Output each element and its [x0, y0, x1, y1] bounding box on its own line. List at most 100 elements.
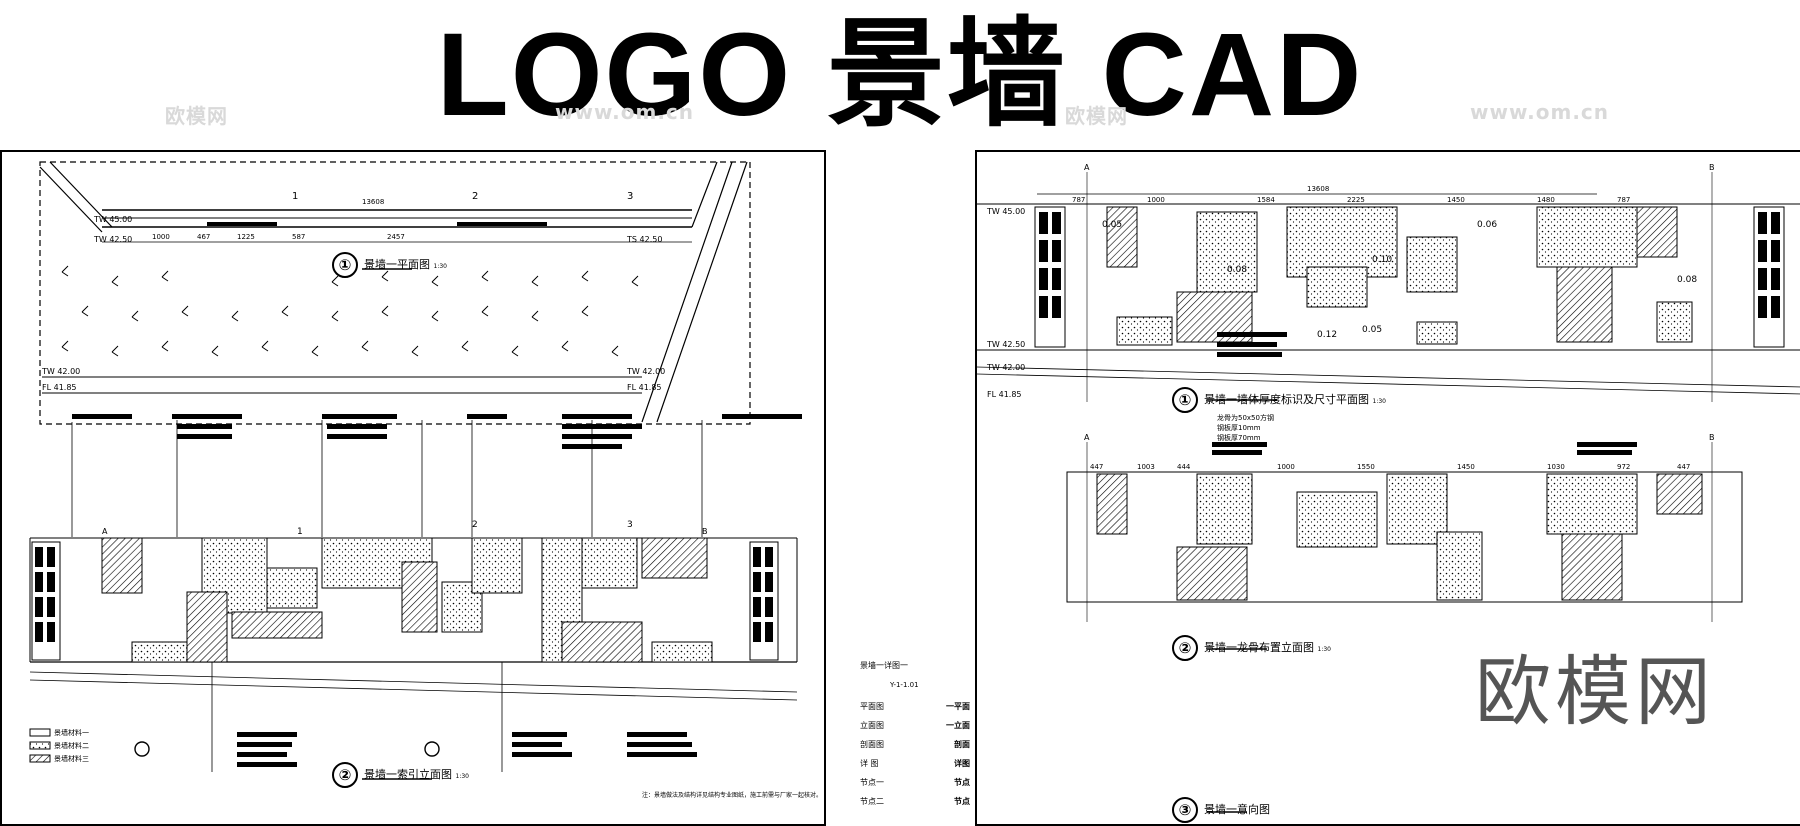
- watermark-text: 欧模网: [1065, 104, 1128, 128]
- note-blocks: [1212, 332, 1637, 455]
- thickness-label: 0.08: [1677, 275, 1697, 285]
- dim-label: 1480: [1537, 196, 1555, 204]
- level-label: TS 42.50: [626, 235, 662, 244]
- note-text: 钢板厚10mm: [1217, 423, 1261, 432]
- dim-label: 447: [1090, 463, 1103, 471]
- dim-label: 444: [1177, 463, 1191, 471]
- detail-row: 平面图 一平面: [860, 701, 970, 712]
- page-title: LOGO 景墙 CAD: [436, 9, 1364, 141]
- dim-label: 972: [1617, 463, 1630, 471]
- right-plan-drawing: 13608 787 1000 1584 2225 1450 1480 787: [977, 163, 1800, 813]
- plan-wall-blocks: [1106, 206, 1693, 346]
- level-label: TW 45.00: [93, 215, 132, 224]
- elevation-caption-text: 景墙一索引立面图: [364, 768, 452, 781]
- dim-label: 13608: [1307, 185, 1329, 193]
- index-mark: 1: [297, 527, 303, 537]
- detail-row-label: 详 图: [860, 759, 879, 768]
- dim-label: 467: [197, 233, 210, 241]
- axis-label: B: [1709, 163, 1715, 172]
- detail-row-value: 详图: [954, 759, 970, 768]
- elevation-caption-number: ②: [1172, 635, 1198, 661]
- detail-row-label: 立面图: [860, 721, 884, 730]
- detail-row: 详 图 详图: [860, 758, 970, 769]
- index-mark: 3: [627, 191, 633, 202]
- plan-caption-text: 景墙一墙体厚度标识及尺寸平面图: [1204, 393, 1369, 406]
- detail-row-label: 平面图: [860, 702, 884, 711]
- elevation-wall-blocks: [1096, 473, 1703, 601]
- detail-row-value: 节点: [954, 778, 970, 787]
- watermark-text: www.om.cn: [1470, 100, 1610, 124]
- detail-row: 立面图 一立面: [860, 720, 970, 731]
- thickness-label: 0.05: [1102, 220, 1122, 230]
- watermark-text: www.om.cn: [555, 100, 695, 124]
- brick-hatch-right: [1753, 206, 1785, 348]
- right-drawing-sheet: 13608 787 1000 1584 2225 1450 1480 787: [975, 150, 1800, 826]
- dim-label: 1584: [1257, 196, 1275, 204]
- detail-row: 节点二节点: [860, 796, 970, 807]
- level-label: FL 41.85: [42, 383, 77, 392]
- left-plan-drawing: 1000 467 1225 587 2457 13608 1 2 3 TW 45…: [29, 161, 802, 780]
- footnote: 注：景墙做法及结构详见结构专业图纸，施工前需与厂家一起核对。: [642, 792, 823, 799]
- dim-label: 2457: [387, 233, 405, 241]
- index-mark: 3: [627, 520, 633, 530]
- dim-row: 447 1003 444 1000 1550 1450 1030 972 447: [1090, 463, 1690, 471]
- dim-label: 2225: [1347, 196, 1365, 204]
- plan-caption: ① 景墙一平面图 1:30: [332, 252, 447, 278]
- level-label: TW 42.50: [93, 235, 132, 244]
- detail-row-label: 节点一: [860, 778, 884, 787]
- note-text: 龙骨为50x50方钢: [1217, 413, 1274, 422]
- elevation-caption-scale: 1:30: [455, 773, 469, 780]
- legend-label: 景墙材料二: [54, 741, 89, 750]
- legend-label: 景墙材料三: [54, 754, 89, 763]
- detail-index: 景墙一详图一 Y-1-1.01 平面图一平面 立面图一立面 剖面图剖面 详 图详…: [860, 660, 970, 810]
- dim-label: 13608: [362, 198, 384, 206]
- legend-label: 景墙材料一: [54, 728, 89, 737]
- detail-index-title: 景墙一详图一: [860, 661, 908, 670]
- axis-label: A: [1084, 433, 1090, 442]
- plan-caption-number: ①: [332, 252, 358, 278]
- image-caption-number: ③: [1172, 797, 1198, 823]
- note-blocks: [72, 414, 802, 767]
- detail-row-label: 节点二: [860, 797, 884, 806]
- brick-hatch-left: [1034, 206, 1066, 348]
- plan-caption-scale: 1:30: [433, 263, 447, 270]
- detail-row-value: 一立面: [946, 721, 970, 730]
- watermark-text: 欧模网: [165, 104, 228, 128]
- note-text: 钢板厚70mm: [1217, 433, 1261, 442]
- brick-hatch-right: [749, 541, 779, 661]
- level-label: FL 41.85: [987, 390, 1022, 399]
- dim-row: 787 1000 1584 2225 1450 1480 787: [1072, 196, 1630, 204]
- thickness-label: 0.05: [1362, 325, 1382, 335]
- dim-label: 1000: [1147, 196, 1165, 204]
- dim-label: 1030: [1547, 463, 1565, 471]
- dim-label: 1550: [1357, 463, 1375, 471]
- axis-label: A: [102, 527, 108, 536]
- level-label: TW 42.00: [41, 367, 80, 376]
- dim-label: 1450: [1447, 196, 1465, 204]
- plan-caption: ① 景墙一墙体厚度标识及尺寸平面图 1:30: [1172, 387, 1386, 413]
- elevation-wall-blocks: [101, 537, 713, 663]
- plan-caption-text: 景墙一平面图: [364, 258, 430, 271]
- level-label: FL 41.85: [627, 383, 662, 392]
- axis-label: A: [1084, 163, 1090, 172]
- plan-caption-number: ①: [1172, 387, 1198, 413]
- dim-label: 587: [292, 233, 305, 241]
- planting-pattern: [61, 265, 639, 357]
- image-caption: ③ 景墙一意向图: [1172, 797, 1270, 823]
- thickness-labels: 0.05 0.08 0.06 0.10 0.12 0.05 0.08: [1102, 220, 1697, 340]
- level-label: TW 42.00: [626, 367, 665, 376]
- index-mark: 2: [472, 520, 478, 530]
- detail-row-value: 一平面: [946, 702, 970, 711]
- plan-caption-scale: 1:30: [1372, 398, 1386, 405]
- dim-label: 1225: [237, 233, 255, 241]
- thickness-label: 0.12: [1317, 330, 1337, 340]
- dim-label: 1450: [1457, 463, 1475, 471]
- image-caption-text: 景墙一意向图: [1204, 803, 1270, 816]
- detail-row: 剖面图剖面: [860, 739, 970, 750]
- brick-hatch-left: [31, 541, 61, 661]
- axis-label: B: [702, 527, 708, 536]
- elevation-caption-text: 景墙一龙骨布置立面图: [1204, 641, 1314, 654]
- dim-label: 447: [1677, 463, 1690, 471]
- index-mark: 2: [472, 191, 478, 202]
